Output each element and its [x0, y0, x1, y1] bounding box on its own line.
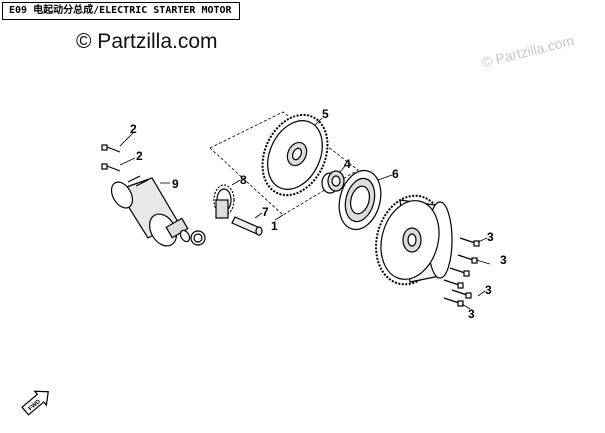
callout-8: 8 [240, 173, 247, 187]
callout-3-d: 3 [468, 307, 475, 321]
callout-3-b: 3 [500, 253, 507, 267]
callout-9: 9 [172, 177, 179, 191]
callout-6: 6 [392, 167, 399, 181]
fwd-arrow-icon: FWD [21, 390, 49, 416]
callout-4: 4 [344, 157, 351, 171]
starter-motor [110, 175, 206, 247]
shaft-7 [231, 216, 263, 236]
watermark-main: © Partzilla.com [76, 30, 218, 53]
gear-8 [213, 184, 235, 219]
flywheel [375, 194, 453, 286]
bolts-2 [101, 144, 121, 172]
callout-5: 5 [322, 107, 329, 121]
callout-3-a: 3 [487, 230, 494, 244]
callout-7: 7 [262, 205, 269, 219]
callout-2-lower: 2 [136, 149, 143, 163]
bearing-4 [321, 170, 345, 194]
leader-lines [119, 117, 491, 310]
gear-5 [261, 113, 329, 197]
assembly-outline [209, 111, 359, 216]
callout-1: 1 [271, 219, 278, 233]
diagram-title: E09 电起动分总成/ELECTRIC STARTER MOTOR [2, 2, 240, 20]
bolts-3 [443, 237, 480, 307]
clutch-6 [338, 169, 382, 231]
callout-3-c: 3 [485, 283, 492, 297]
callout-2-upper: 2 [130, 122, 137, 136]
